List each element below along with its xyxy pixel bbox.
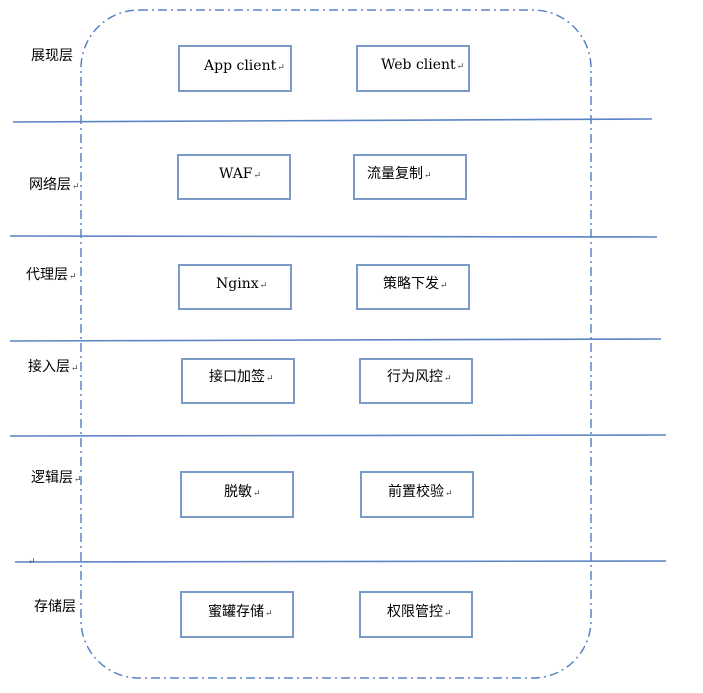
box-waf-label: WAF: [219, 166, 253, 182]
layer-divider-2: [9, 235, 658, 238]
paragraph-mark-icon: ↵: [69, 272, 77, 282]
box-desensitize: 脱敏↵: [180, 471, 294, 518]
layer-divider-5: [14, 560, 667, 563]
box-traffic-copy: 流量复制↵: [353, 154, 467, 200]
box-policy-dispatch: 策略下发↵: [356, 264, 470, 310]
box-traffic-copy-label: 流量复制: [367, 166, 423, 182]
box-permission-control: 权限管控↵: [359, 591, 473, 638]
box-permission-control-label: 权限管控: [387, 604, 443, 620]
box-nginx: Nginx↵: [178, 264, 292, 310]
box-waf: WAF↵: [177, 154, 291, 200]
layer-label-access: 接入层↵: [28, 359, 79, 375]
box-desensitize-label: 脱敏: [224, 484, 252, 500]
layer-label-storage: 存储层: [34, 599, 76, 615]
layer-label-logic: 逻辑层↵: [31, 470, 82, 486]
paragraph-mark-icon: ↵: [28, 557, 36, 567]
layer-divider-3: [9, 338, 662, 342]
box-honeypot-storage-label: 蜜罐存储: [208, 604, 264, 620]
box-web-client: Web client↵: [356, 45, 470, 92]
paragraph-mark-icon: ↵: [444, 374, 452, 384]
layer-label-network: 网络层↵: [29, 177, 80, 193]
paragraph-mark-icon: ↵: [424, 171, 432, 181]
box-api-signing-label: 接口加签: [209, 369, 265, 385]
box-app-client-label: App client: [204, 58, 277, 74]
box-web-client-label: Web client: [381, 57, 456, 73]
paragraph-mark-icon: ↵: [456, 62, 465, 72]
paragraph-mark-icon: ↵: [74, 475, 82, 485]
box-policy-dispatch-label: 策略下发: [383, 276, 439, 292]
box-behavior-risk: 行为风控↵: [359, 358, 473, 404]
paragraph-mark-icon: ↵: [265, 609, 273, 619]
box-pre-check-label: 前置校验: [388, 484, 444, 500]
box-app-client: App client↵: [178, 45, 292, 92]
dashed-boundary: [80, 9, 592, 679]
box-nginx-label: Nginx: [216, 276, 259, 292]
paragraph-mark-icon: ↵: [444, 609, 452, 619]
layer-divider-4: [9, 434, 667, 437]
paragraph-mark-icon: ↵: [277, 63, 285, 73]
paragraph-mark-icon: ↵: [72, 182, 80, 192]
layer-divider-1: [12, 118, 653, 123]
paragraph-mark-icon: ↵: [445, 489, 453, 499]
layer-label-presentation: 展现层: [31, 48, 73, 64]
box-behavior-risk-label: 行为风控: [387, 369, 443, 385]
box-honeypot-storage: 蜜罐存储↵: [180, 591, 294, 638]
paragraph-mark-icon: ↵: [71, 364, 79, 374]
layer-label-proxy: 代理层↵: [26, 267, 77, 283]
box-api-signing: 接口加签↵: [181, 358, 295, 404]
paragraph-mark-icon: ↵: [253, 489, 261, 499]
paragraph-mark-icon: ↵: [266, 374, 274, 384]
paragraph-mark-icon: ↵: [440, 281, 448, 291]
paragraph-mark-icon: ↵: [253, 171, 262, 181]
paragraph-mark-icon: ↵: [259, 281, 268, 291]
box-pre-check: 前置校验↵: [360, 471, 474, 518]
